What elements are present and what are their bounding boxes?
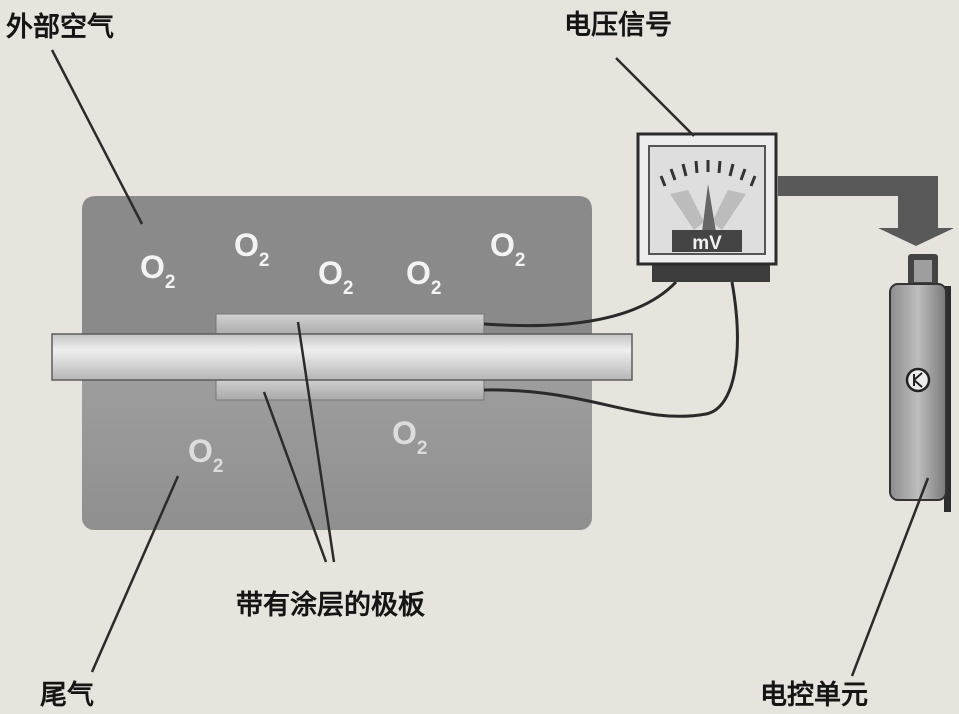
signal-wire-top — [483, 280, 678, 328]
voltmeter-needle-fan — [670, 190, 746, 230]
label-ecu: 电控单元 — [760, 680, 868, 711]
coated-plate-bottom — [215, 377, 485, 401]
label-coated-plates: 带有涂层的极板 — [236, 589, 425, 621]
leader-coated-plate-top — [296, 321, 336, 563]
coated-plate-top — [215, 313, 485, 337]
o2-molecule: O2 — [490, 227, 525, 271]
label-outside-air: 外部空气 — [6, 11, 114, 43]
label-exhaust-gas: 尾气 — [40, 680, 94, 711]
leader-coated-plate-bottom — [262, 391, 328, 563]
leader-voltage-signal — [615, 57, 695, 137]
sensor-probe — [51, 333, 633, 381]
o2-molecule: O2 — [188, 433, 223, 477]
voltmeter-needle — [702, 184, 716, 232]
leader-ecu — [850, 477, 930, 677]
ecu-unit — [889, 254, 951, 512]
voltmeter-unit: mV — [692, 233, 722, 254]
o2-molecule: O2 — [140, 249, 175, 293]
signal-wire-bottom — [483, 281, 739, 418]
leader-exhaust-gas — [90, 475, 180, 673]
o2-molecules: O2 O2 O2 O2 O2 O2 O2 — [140, 227, 525, 477]
o2-molecule: O2 — [318, 255, 353, 299]
o2-molecule: O2 — [392, 415, 427, 459]
o2-molecule: O2 — [406, 255, 441, 299]
outside-air-chamber — [82, 196, 592, 338]
o2-molecule: O2 — [234, 227, 269, 271]
signal-arrow — [778, 176, 954, 246]
label-voltage-signal: 电压信号 — [564, 10, 672, 41]
voltmeter: mV — [636, 132, 778, 282]
leader-lines — [50, 49, 930, 677]
ecu-symbol-icon — [905, 367, 931, 393]
leader-outside-air — [50, 49, 144, 225]
voltmeter-scale — [659, 160, 757, 187]
